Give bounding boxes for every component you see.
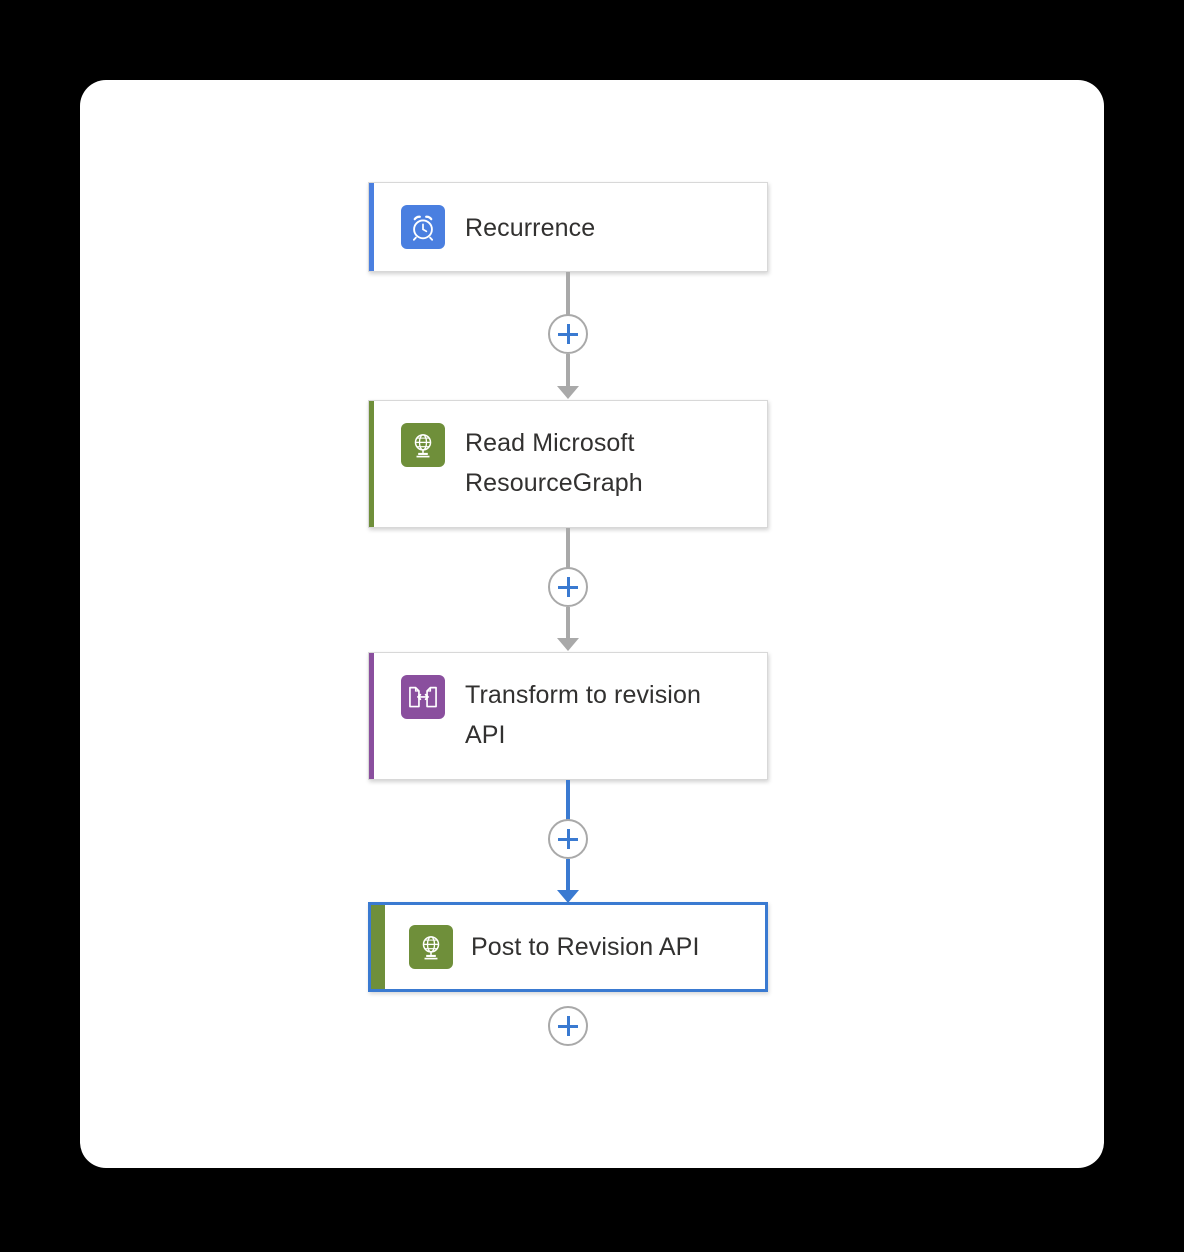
connector-arrow-1	[557, 386, 579, 399]
add-step-button-1[interactable]	[548, 314, 588, 354]
workflow-node-post-to-revision-api[interactable]: Post to Revision API	[368, 902, 768, 992]
node-accent-bar	[371, 905, 385, 989]
connector-transform-to-post	[566, 780, 570, 838]
node-title: Read Microsoft ResourceGraph	[465, 429, 643, 497]
connector-arrow-3	[557, 890, 579, 903]
workflow-node-read-microsoft-resourcegraph[interactable]: Read Microsoft ResourceGraph	[368, 400, 768, 528]
designer-canvas[interactable]: Recurrence Read Microsoft ResourceGr	[80, 80, 1104, 1168]
add-step-button-4[interactable]	[548, 1006, 588, 1046]
connector-transform-to-post-lower	[566, 859, 570, 892]
node-accent-bar	[369, 183, 374, 271]
node-title: Recurrence	[465, 214, 596, 242]
globe-http-icon	[401, 423, 445, 467]
node-accent-bar	[369, 401, 374, 527]
node-accent-bar	[369, 653, 374, 779]
globe-http-icon	[409, 925, 453, 969]
connector-read-to-transform	[566, 528, 570, 586]
workflow-node-transform-to-revision-api[interactable]: Transform to revision API	[368, 652, 768, 780]
node-title: Post to Revision API	[471, 933, 700, 961]
add-step-button-3[interactable]	[548, 819, 588, 859]
workflow-graph: Recurrence Read Microsoft ResourceGr	[80, 80, 1104, 1168]
connector-arrow-2	[557, 638, 579, 651]
connector-read-to-transform-lower	[566, 607, 570, 640]
connector-recurrence-to-read	[566, 272, 570, 332]
alarm-clock-icon	[401, 205, 445, 249]
connector-recurrence-to-read-lower	[566, 354, 570, 388]
add-step-button-2[interactable]	[548, 567, 588, 607]
node-title: Transform to revision API	[465, 681, 701, 749]
transform-documents-icon	[401, 675, 445, 719]
workflow-node-recurrence[interactable]: Recurrence	[368, 182, 768, 272]
